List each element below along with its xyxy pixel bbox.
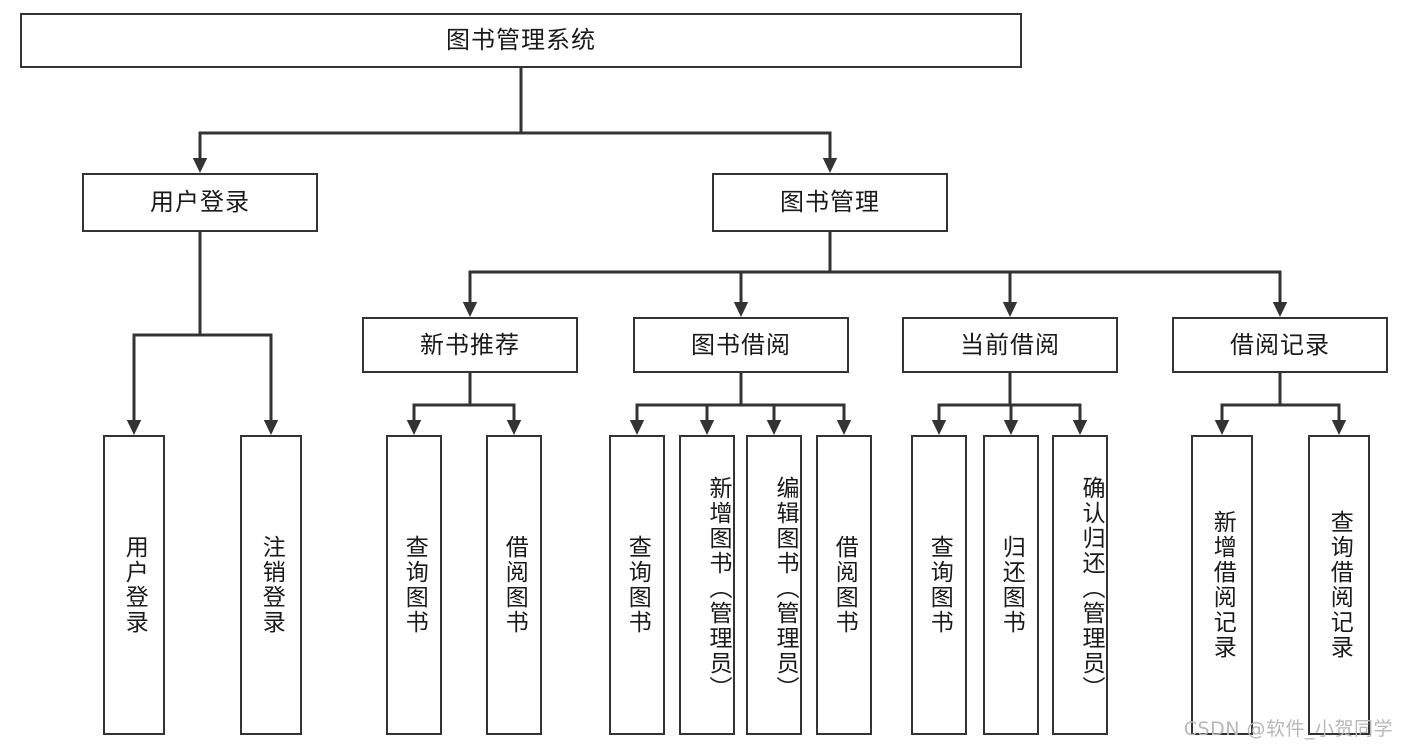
connector-arrowhead [836, 420, 852, 435]
connector-arrowhead [699, 420, 715, 435]
node-label: 用户登录 [150, 188, 250, 217]
connector-arrowhead [931, 420, 947, 435]
connector-arrowhead [1003, 420, 1019, 435]
node-leaf-12[interactable]: 新增借阅记录 [1191, 435, 1253, 735]
connector-arrowhead [406, 420, 422, 435]
node-root-system[interactable]: 图书管理系统 [20, 13, 1022, 68]
node-module-2[interactable]: 图书管理 [712, 173, 948, 232]
node-label: 注销登录 [258, 535, 285, 635]
node-label: 借阅图书 [831, 535, 858, 635]
node-leaf-6[interactable]: 新增图书（管理员） [679, 435, 735, 735]
node-submodule-1[interactable]: 新书推荐 [362, 317, 578, 373]
node-leaf-2[interactable]: 注销登录 [240, 435, 302, 735]
node-leaf-5[interactable]: 查询图书 [609, 435, 665, 735]
node-leaf-1[interactable]: 用户登录 [103, 435, 165, 735]
connector-arrowhead [1272, 302, 1288, 317]
node-label: 归还图书 [998, 535, 1025, 635]
node-label: 编辑图书（管理员） [772, 475, 798, 701]
node-submodule-2[interactable]: 图书借阅 [633, 317, 849, 373]
node-leaf-11[interactable]: 确认归还（管理员） [1052, 435, 1108, 735]
node-label: 图书管理系统 [446, 26, 596, 55]
node-leaf-3[interactable]: 查询图书 [386, 435, 442, 735]
node-label: 查询图书 [926, 535, 953, 635]
connector-arrowhead [462, 302, 478, 317]
node-label: 查询图书 [624, 535, 651, 635]
node-module-1[interactable]: 用户登录 [82, 173, 318, 232]
connector-arrowhead [1072, 420, 1088, 435]
node-label: 图书管理 [780, 188, 880, 217]
connector-arrowhead [506, 420, 522, 435]
connector-arrowhead [1002, 302, 1018, 317]
node-label: 确认归还（管理员） [1078, 475, 1104, 701]
connector-arrowhead [629, 420, 645, 435]
connector-arrowhead [1331, 420, 1347, 435]
node-label: 借阅图书 [501, 535, 528, 635]
connector-arrowhead [822, 158, 838, 173]
node-leaf-9[interactable]: 查询图书 [911, 435, 967, 735]
node-leaf-4[interactable]: 借阅图书 [486, 435, 542, 735]
node-leaf-8[interactable]: 借阅图书 [816, 435, 872, 735]
node-label: 新增借阅记录 [1209, 510, 1236, 660]
node-leaf-13[interactable]: 查询借阅记录 [1308, 435, 1370, 735]
node-label: 用户登录 [121, 535, 148, 635]
connector-arrowhead [126, 420, 142, 435]
node-submodule-3[interactable]: 当前借阅 [902, 317, 1118, 373]
node-leaf-7[interactable]: 编辑图书（管理员） [746, 435, 802, 735]
connector-arrowhead [263, 420, 279, 435]
node-label: 借阅记录 [1230, 330, 1330, 359]
connector-arrowhead [733, 302, 749, 317]
csdn-watermark: CSDN @软件_小贺同学 [1183, 718, 1393, 740]
node-label: 新增图书（管理员） [705, 475, 731, 701]
node-leaf-10[interactable]: 归还图书 [983, 435, 1039, 735]
node-label: 查询图书 [401, 535, 428, 635]
connector-arrowhead [1214, 420, 1230, 435]
connector-arrowhead [766, 420, 782, 435]
node-label: 新书推荐 [420, 330, 520, 359]
node-submodule-4[interactable]: 借阅记录 [1172, 317, 1388, 373]
connector-arrowhead [192, 158, 208, 173]
node-label: 图书借阅 [691, 330, 791, 359]
node-label: 当前借阅 [960, 330, 1060, 359]
node-label: 查询借阅记录 [1326, 510, 1353, 660]
